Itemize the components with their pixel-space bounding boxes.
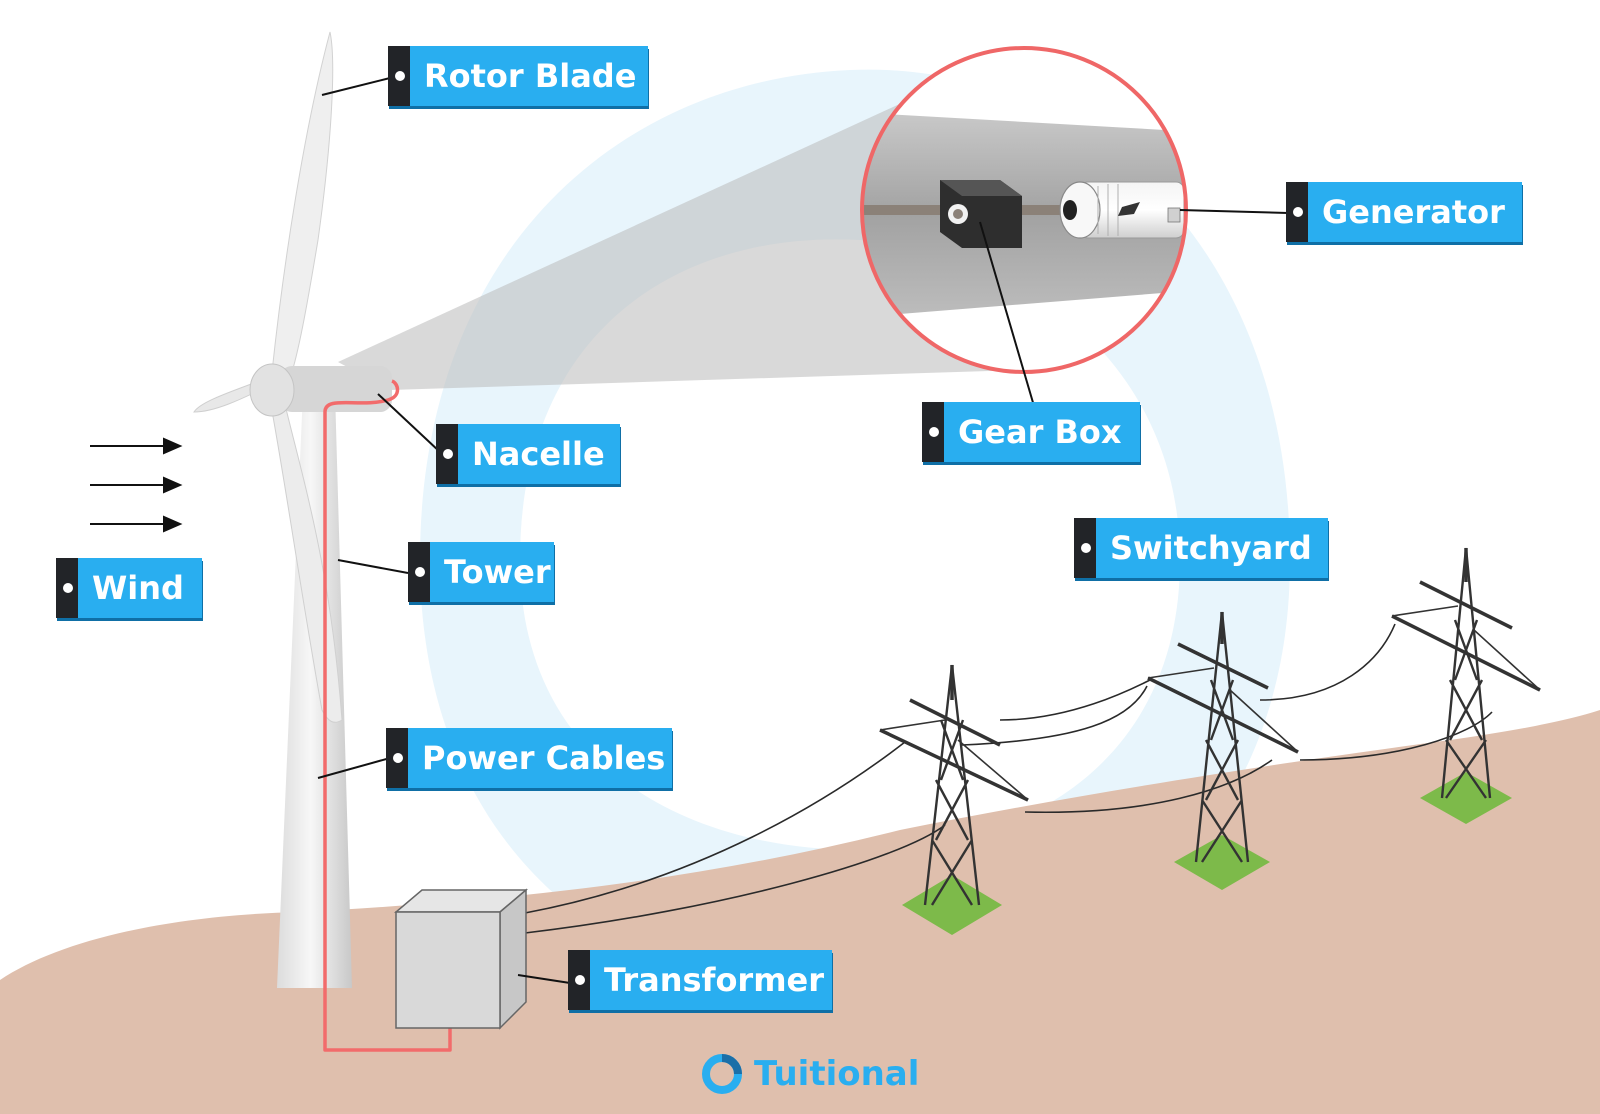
tuitional-logo-icon: [702, 1054, 742, 1094]
label-power-cables: Power Cables: [386, 728, 672, 788]
gearbox-shape: [940, 180, 1022, 248]
power-cable: [323, 379, 452, 1052]
label-transformer-text: Transformer: [604, 961, 825, 999]
rotor-blade-upper: [271, 31, 334, 373]
power-lines: [524, 623, 1493, 934]
label-tower: Tower: [408, 542, 554, 602]
transformer-box: [393, 888, 529, 1030]
brand-logo: Tuitional: [700, 1052, 919, 1096]
label-tower-text: Tower: [444, 553, 551, 591]
label-rotor-blade-text: Rotor Blade: [424, 57, 637, 95]
label-power-cables-text: Power Cables: [422, 739, 666, 777]
label-nacelle: Nacelle: [436, 424, 620, 484]
label-tab: [56, 558, 78, 618]
label-switchyard-text: Switchyard: [1110, 529, 1312, 567]
label-tab: [568, 950, 590, 1010]
label-generator-text: Generator: [1322, 193, 1505, 231]
label-rotor-blade: Rotor Blade: [388, 46, 648, 106]
label-switchyard: Switchyard: [1074, 518, 1328, 578]
label-tab: [386, 728, 408, 788]
label-tab: [922, 402, 944, 462]
label-tab: [388, 46, 410, 106]
pylon-1: [879, 664, 1029, 935]
label-gear-box-text: Gear Box: [958, 413, 1122, 451]
label-tab: [1074, 518, 1096, 578]
generator-shape: [1059, 181, 1185, 239]
label-tab: [1286, 182, 1308, 242]
tower: [277, 392, 352, 988]
label-wind: Wind: [56, 558, 202, 618]
rotor-hub: [249, 363, 295, 417]
zoom-beam: [338, 90, 1020, 390]
label-wind-text: Wind: [92, 569, 184, 607]
pylon-2: [1147, 611, 1299, 890]
label-nacelle-text: Nacelle: [472, 435, 605, 473]
wind-arrows: [90, 437, 183, 533]
label-gear-box: Gear Box: [922, 402, 1140, 462]
zoom-detail: [862, 112, 1186, 318]
label-tab: [408, 542, 430, 602]
pylon-3: [1391, 547, 1541, 824]
leader-lines: [317, 77, 1289, 984]
brand-name: Tuitional: [754, 1054, 920, 1094]
nacelle-housing: [280, 366, 392, 412]
label-generator: Generator: [1286, 182, 1522, 242]
rotor-blade-left: [193, 379, 269, 413]
wind-turbine: [193, 31, 392, 988]
label-transformer: Transformer: [568, 950, 832, 1010]
label-tab: [436, 424, 458, 484]
